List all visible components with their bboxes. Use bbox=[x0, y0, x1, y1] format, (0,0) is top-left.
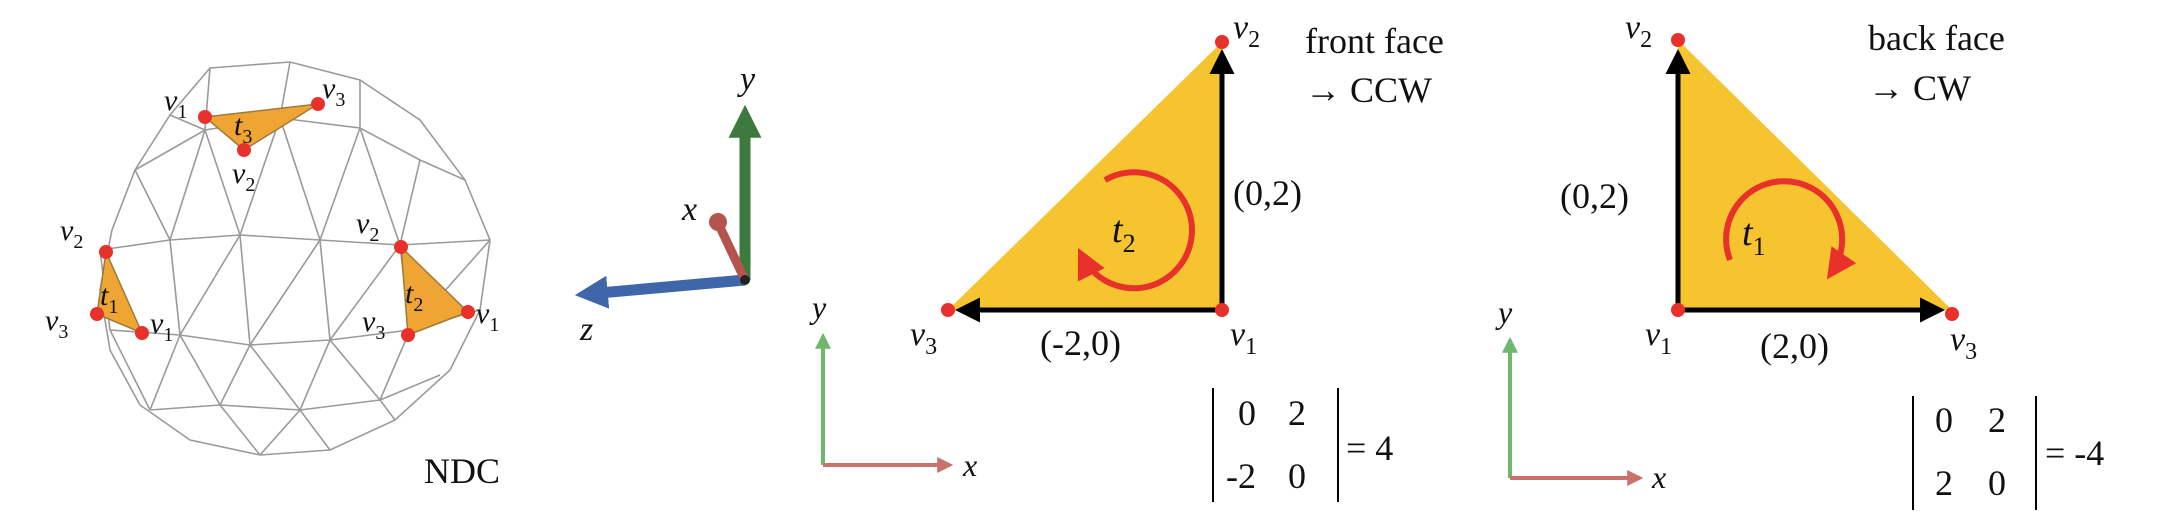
back-v3-label: v3 bbox=[1950, 321, 1977, 365]
front-face-panel: t2 v2 v1 v3 (0,2) (-2,0) front face → CC… bbox=[809, 9, 1444, 502]
front-v1-label: v1 bbox=[1230, 316, 1257, 360]
front-triangle-label: t2 bbox=[1112, 209, 1136, 258]
axis3d-x-label: x bbox=[681, 191, 697, 228]
t3-v2-label: v2 bbox=[232, 157, 255, 196]
t1-v1-dot bbox=[135, 326, 149, 340]
ndc-label: NDC bbox=[424, 451, 500, 491]
axis3d-x-head bbox=[709, 213, 727, 231]
back-det-a11: 0 bbox=[1935, 400, 1953, 440]
sphere-wireframe bbox=[99, 61, 491, 456]
back-v1-label: v1 bbox=[1645, 316, 1672, 360]
back-cw-arrow bbox=[1723, 178, 1857, 280]
front-det-a22: 0 bbox=[1288, 456, 1306, 496]
ndc-sphere: t3 v1 v3 v2 t1 v2 v3 v1 bbox=[45, 61, 500, 491]
back-triangle bbox=[1678, 40, 1952, 310]
t2-v1-label: v1 bbox=[476, 297, 499, 336]
t1-v2-label: v2 bbox=[60, 214, 83, 253]
front-v2-label: v2 bbox=[1233, 9, 1260, 53]
t2-label: t2 bbox=[405, 277, 423, 316]
front-det-a11: 0 bbox=[1238, 393, 1256, 433]
front-horizontal-edge-label: (-2,0) bbox=[1040, 323, 1121, 363]
t3-v2-dot bbox=[237, 143, 251, 157]
t2-v1-dot bbox=[461, 305, 475, 319]
front-vertical-edge-label: (0,2) bbox=[1233, 173, 1302, 213]
t3-v1-label: v1 bbox=[164, 84, 187, 123]
back-det-a22: 0 bbox=[1988, 463, 2006, 503]
back-face-panel: t1 v2 v1 v3 (0,2) (2,0) back face → CW y… bbox=[1495, 9, 2104, 510]
triangle-t1: t1 v2 v3 v1 bbox=[45, 214, 173, 346]
back-axis-y-label: y bbox=[1495, 294, 1513, 330]
back-det-a21: 2 bbox=[1935, 463, 1953, 503]
back-title-line1: back face bbox=[1868, 18, 2005, 58]
front-det-a12: 2 bbox=[1288, 393, 1306, 433]
triangle-t3: t3 v1 v3 v2 bbox=[164, 72, 345, 196]
back-v3-dot bbox=[1945, 307, 1959, 321]
front-axis-x-label: x bbox=[962, 447, 977, 483]
back-v2-label: v2 bbox=[1625, 9, 1652, 53]
axes-3d: y z x bbox=[574, 61, 762, 348]
back-det-result: = -4 bbox=[2045, 433, 2104, 473]
back-title-line2: → CW bbox=[1868, 68, 1971, 108]
front-title-line2: → CCW bbox=[1305, 70, 1432, 110]
t1-v1-label: v1 bbox=[150, 307, 173, 346]
back-axis-x-label: x bbox=[1651, 459, 1666, 495]
axis3d-z-label: z bbox=[579, 311, 593, 348]
front-v3-dot bbox=[941, 303, 955, 317]
t2-v3-dot bbox=[401, 328, 415, 342]
axis3d-x-arrow bbox=[713, 221, 750, 282]
t3-label: t3 bbox=[234, 109, 252, 148]
t1-v3-label: v3 bbox=[45, 304, 68, 343]
t1-v3-dot bbox=[90, 307, 104, 321]
back-determinant: 0 2 2 0 = -4 bbox=[1912, 396, 2104, 510]
back-triangle-label: t1 bbox=[1742, 212, 1766, 261]
axis3d-y-label: y bbox=[737, 61, 756, 98]
front-v1-dot bbox=[1215, 303, 1229, 317]
front-ccw-arrow bbox=[1077, 169, 1195, 292]
t3-v3-label: v3 bbox=[322, 72, 345, 111]
t2-v2-dot bbox=[394, 240, 408, 254]
t3-v1-dot bbox=[198, 110, 212, 124]
back-v1-dot bbox=[1671, 303, 1685, 317]
axis3d-z-arrow bbox=[574, 274, 746, 309]
front-axis-y-label: y bbox=[809, 289, 827, 325]
t2-v2-label: v2 bbox=[356, 207, 379, 246]
front-triangle bbox=[948, 42, 1222, 310]
t2-v3-label: v3 bbox=[362, 305, 385, 344]
triangle-t2: t2 v2 v3 v1 bbox=[356, 207, 499, 344]
t1-v2-dot bbox=[99, 245, 113, 259]
back-det-a12: 2 bbox=[1988, 400, 2006, 440]
front-det-a21: -2 bbox=[1226, 456, 1256, 496]
front-title-line1: front face bbox=[1305, 21, 1444, 61]
front-v2-dot bbox=[1215, 35, 1229, 49]
front-determinant: 0 2 -2 0 = 4 bbox=[1212, 388, 1393, 502]
t1-label: t1 bbox=[100, 279, 118, 318]
t3-v3-dot bbox=[311, 97, 325, 111]
back-v2-dot bbox=[1671, 33, 1685, 47]
front-det-result: = 4 bbox=[1346, 428, 1393, 468]
back-vertical-edge-label: (0,2) bbox=[1560, 176, 1629, 216]
back-horizontal-edge-label: (2,0) bbox=[1760, 326, 1829, 366]
front-v3-label: v3 bbox=[910, 316, 937, 360]
